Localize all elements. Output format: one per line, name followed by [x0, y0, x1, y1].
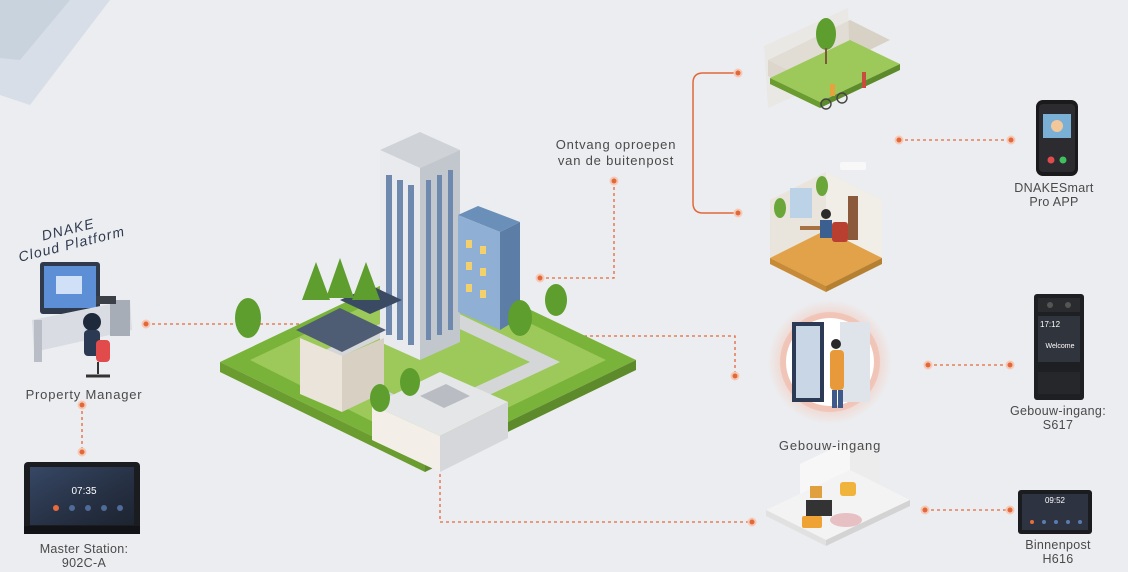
master-station-line2: 902C-A [61, 556, 107, 570]
door-station-screen: 17:12 Welcome [1040, 320, 1080, 352]
app-label: DNAKESmart Pro APP [994, 181, 1114, 209]
bracket-line [692, 72, 738, 214]
indoor-monitor-device [1018, 490, 1092, 534]
entrance-illustration [768, 300, 892, 424]
property-manager-label: Property Manager [25, 387, 143, 402]
door-station-line2: S617 [1042, 418, 1074, 432]
connector-callout [540, 181, 615, 279]
indoor-monitor-line2: H616 [1042, 552, 1074, 566]
door-station-screen-text: Welcome [1045, 343, 1075, 350]
door-station-label: Gebouw-ingang: S617 [988, 404, 1128, 432]
property-manager-illustration [32, 262, 132, 378]
smartphone-device [1036, 100, 1078, 176]
outdoor-scene [764, 8, 900, 110]
callout-line1: Ontvang oproepen [555, 137, 677, 152]
entrance-label: Gebouw-ingang [778, 438, 882, 453]
callout-label: Ontvang oproepen van de buitenpost [526, 137, 706, 169]
master-station-line1: Master Station: [39, 542, 129, 556]
master-screen-time: 07:35 [71, 486, 97, 497]
app-line2: Pro APP [1029, 195, 1079, 209]
indoor-monitor-screen-time: 09:52 [1044, 496, 1066, 505]
master-station-device [24, 462, 140, 534]
callout-line2: van de buitenpost [557, 153, 675, 168]
app-line1: DNAKESmart [1014, 181, 1094, 195]
city-illustration [220, 132, 636, 472]
door-station-line1: Gebouw-ingang: [1010, 404, 1106, 418]
living-room-scene [770, 162, 882, 292]
indoor-room-scene [766, 440, 910, 546]
indoor-monitor-line1: Binnenpost [1025, 538, 1091, 552]
master-station-label: Master Station: 902C-A [14, 542, 154, 570]
door-station-screen-time: 17:12 [1040, 320, 1061, 329]
indoor-monitor-label: Binnenpost H616 [994, 538, 1122, 566]
door-station-device [1034, 294, 1084, 400]
